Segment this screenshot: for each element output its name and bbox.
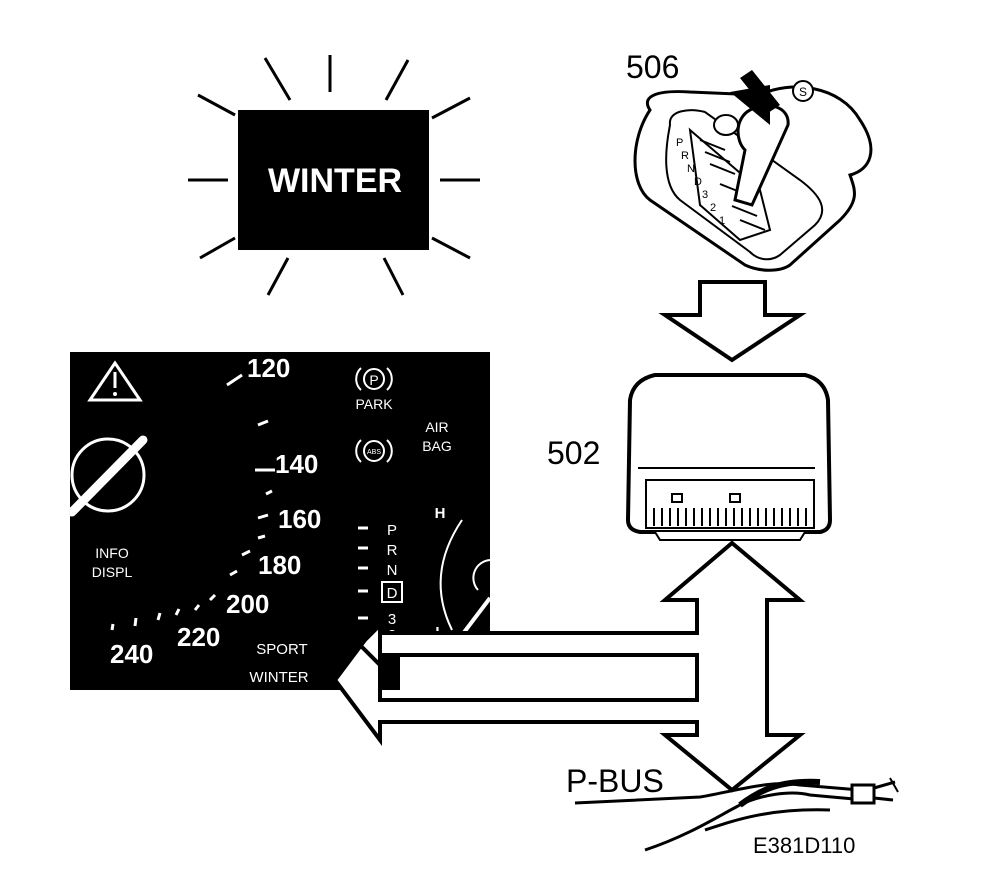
winter-button-arrow-icon [730,70,780,125]
speed-tick-label: 240 [110,639,153,669]
selected-gear-box [381,581,403,603]
park-symbol: P [369,372,378,388]
speed-tick-label: 180 [258,550,301,580]
gear-label: N [387,562,398,579]
gate-label: N [687,163,695,175]
parking-brake-icon: P [355,367,393,391]
module-connector [645,479,815,529]
s-button-icon: S [792,80,814,102]
speed-tick-label: 220 [177,622,220,652]
gate-label: P [676,137,683,149]
warning-triangle-icon [87,360,143,402]
gear-label-selected: D [387,585,398,602]
connector-pins [653,508,807,526]
signal-arrows-icon [332,540,806,793]
callout-502: 502 [547,435,600,471]
gate-label: 2 [710,202,716,214]
sport-mode-label: SPORT [256,641,307,658]
temp-high-label: H [435,505,446,522]
p-bus-label: P-BUS [566,763,664,799]
gear-label: 3 [388,611,396,628]
winter-indicator: WINTER [188,55,480,296]
selector-gate-track [688,127,772,242]
control-module [625,373,833,541]
airbag-label-line2: BAG [422,438,452,454]
gear-label: P [387,522,397,539]
gear-label: R [387,542,398,559]
winter-mode-label: WINTER [249,669,308,686]
s-button-label: S [799,85,807,99]
info-display-knob-icon [67,435,148,517]
gate-label: R [681,150,689,162]
instrument-cluster: INFO DISPL 120 140 160 180 200 220 240 [67,352,492,690]
cable-connector [850,783,876,805]
light-rays [188,55,480,296]
abs-symbol: ABS [367,449,381,456]
airbag-label-line1: AIR [425,419,448,435]
gate-label: 1 [719,215,725,227]
speed-tick-label: 140 [275,449,318,479]
selector-gate-labels: P R N D 3 2 1 [676,137,725,227]
info-label-line2: DISPL [92,564,133,580]
park-label: PARK [355,396,393,412]
gate-label: 3 [702,189,708,201]
speed-tick-label: 200 [226,589,269,619]
speed-tick-label: 160 [278,504,321,534]
figure-code: E381D110 [753,833,855,858]
abs-icon: ABS [355,439,393,463]
p-bus-cable [574,777,899,852]
info-label-line1: INFO [95,545,129,561]
gate-label: D [694,176,702,188]
winter-lamp-text: WINTER [268,162,402,200]
winter-lamp [238,110,429,250]
cluster-panel [70,352,490,690]
gear-selector: P R N D 3 2 1 S [633,70,873,272]
speedometer-ticks [110,373,275,631]
arrow-selector-to-module-icon [658,280,807,363]
callout-506: 506 [626,49,679,85]
speed-tick-label: 120 [247,353,290,383]
